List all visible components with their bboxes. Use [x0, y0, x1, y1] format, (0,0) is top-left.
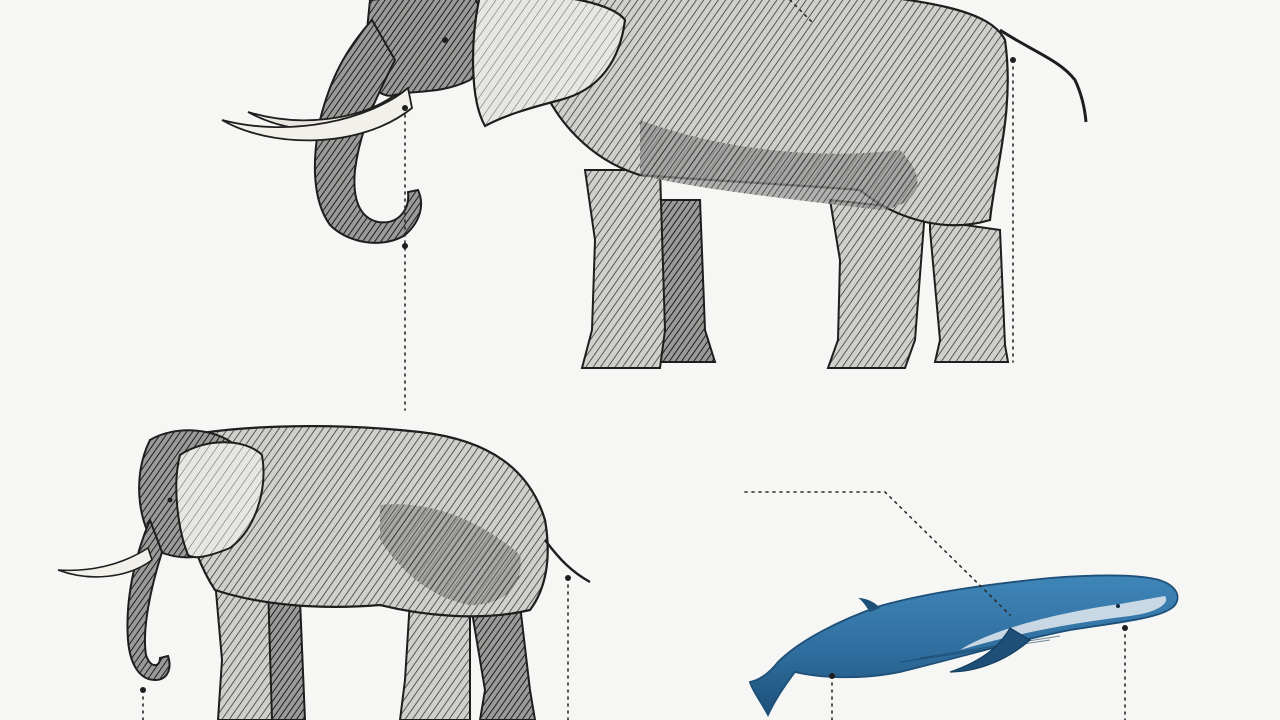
blue-whale [748, 574, 1179, 718]
large-elephant-tusk-near [221, 86, 413, 142]
connector-dot-trunk-top [402, 105, 408, 111]
large-elephant-back-leg-near [826, 198, 927, 369]
large-elephant-back-leg-far [929, 218, 1010, 363]
small-elephant-tail [544, 539, 591, 584]
connector-dot-small-trunk [140, 687, 146, 693]
blue-whale-dorsal-fin [858, 598, 880, 612]
connector-whale-leader [744, 491, 1011, 616]
large-elephant-tail [999, 28, 1088, 123]
blue-whale-belly [960, 596, 1167, 650]
measurement-connectors [142, 0, 1126, 720]
large-elephant-belly-shadow [640, 120, 918, 210]
large-elephant-eye [442, 37, 448, 43]
blue-whale-eye [1116, 604, 1120, 608]
connector-dot-whale-underside [829, 673, 835, 679]
connector-dots [140, 57, 1128, 693]
connector-dot-whale-head [1122, 625, 1128, 631]
small-elephant-ear [175, 441, 265, 559]
connector-dot-tail [1010, 57, 1016, 63]
connector-top-diagonal [789, 0, 813, 23]
small-elephant [57, 425, 591, 720]
small-elephant-eye [167, 497, 173, 503]
large-elephant-front-leg-near [580, 169, 667, 369]
large-elephant [221, 0, 1088, 369]
blue-whale-flipper [949, 627, 1032, 673]
large-elephant-ear [471, 0, 627, 128]
small-elephant-back-leg-far [468, 598, 537, 720]
blue-whale-body [748, 574, 1179, 718]
small-elephant-back-leg-near [398, 598, 471, 720]
connector-dot-trunk-tip [402, 243, 408, 249]
small-elephant-body-shadow [380, 504, 521, 605]
connector-dot-small-tail [565, 575, 571, 581]
small-elephant-tusk [57, 546, 153, 578]
